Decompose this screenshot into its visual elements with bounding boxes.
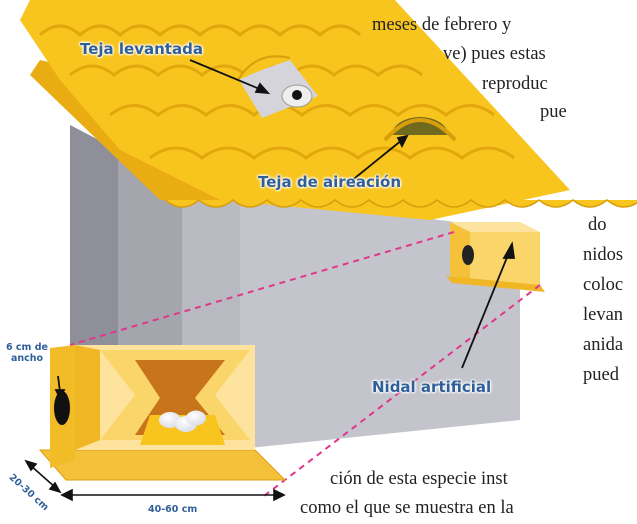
article-line-7: coloc	[583, 275, 624, 295]
article-line-3: reproduc	[482, 74, 548, 94]
roof-tiles	[20, 0, 637, 220]
label-arrows	[54, 59, 516, 401]
label-length: 40-60 cm	[148, 504, 198, 515]
article-line-12: como el que se muestra en la	[300, 498, 514, 518]
label-hole-width: 6 cm de ancho	[6, 342, 48, 364]
raised-tile	[237, 55, 318, 118]
nest-box-detail	[38, 345, 287, 481]
label-artificial-nest: Nidal artificial	[372, 378, 492, 396]
artificial-nest-on-wall	[446, 222, 545, 292]
article-line-6: nidos	[583, 245, 624, 265]
pointer-lines	[69, 231, 541, 497]
label-ventilation-tile: Teja de aireación	[258, 173, 402, 191]
house-front-wall	[182, 188, 520, 305]
ventilation-tile	[383, 117, 457, 142]
label-hole-width-line-1: 6 cm de	[6, 342, 48, 353]
label-raised-tile: Teja levantada	[80, 40, 203, 58]
article-line-10: pued	[583, 365, 619, 385]
article-line-4: pue	[540, 102, 567, 122]
article-line-2: ve) pues estas	[443, 44, 546, 64]
article-line-11: ción de esta especie inst	[330, 469, 508, 489]
label-hole-width-line-2: ancho	[10, 353, 44, 364]
article-line-1: meses de febrero y	[372, 15, 512, 35]
article-line-5: do	[588, 215, 607, 235]
article-line-9: anida	[583, 335, 624, 355]
dimension-arrows	[24, 459, 286, 502]
article-line-8: levan	[583, 305, 624, 325]
